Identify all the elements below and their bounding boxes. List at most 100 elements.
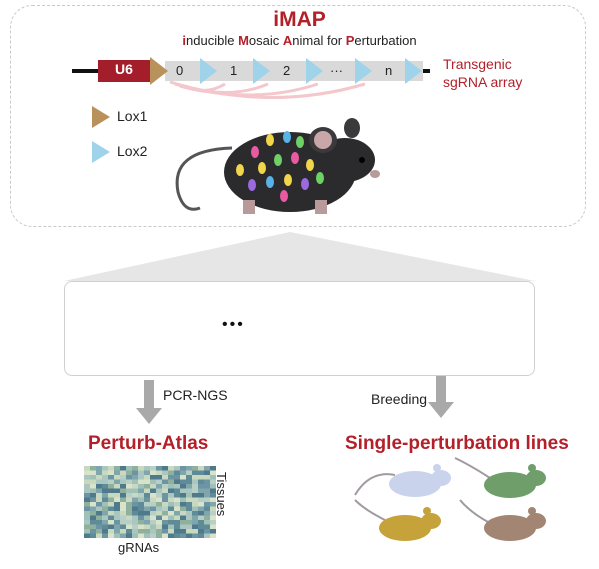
heatmap-cell: [168, 511, 174, 516]
subtitle-part: erturbation: [354, 33, 417, 48]
heatmap-cell: [162, 488, 168, 493]
heatmap-cell: [162, 466, 168, 471]
heatmap-cell: [204, 493, 210, 498]
heatmap-cell: [144, 533, 150, 538]
heatmap-cell: [156, 515, 162, 520]
heatmap-cell: [108, 524, 114, 529]
heatmap-cell: [90, 533, 96, 538]
heatmap-cell: [90, 511, 96, 516]
heatmap-cell: [96, 515, 102, 520]
heatmap-cell: [114, 502, 120, 507]
heatmap-cell: [120, 511, 126, 516]
heatmap-cell: [138, 520, 144, 525]
heatmap-cell: [90, 466, 96, 471]
heatmap-cell: [138, 502, 144, 507]
heatmap-cell: [114, 484, 120, 489]
heatmap-cell: [174, 520, 180, 525]
heatmap-cell: [168, 524, 174, 529]
heatmap-cell: [180, 470, 186, 475]
heatmap-cell: [114, 520, 120, 525]
heatmap-cell: [102, 520, 108, 525]
mouse-lightblue-icon: [354, 464, 451, 497]
heatmap-cell: [96, 479, 102, 484]
heatmap-cell: [84, 497, 90, 502]
heatmap-cell: [180, 520, 186, 525]
heatmap-cell: [174, 479, 180, 484]
heatmap-cell: [210, 502, 216, 507]
heatmap-cell: [96, 466, 102, 471]
heatmap-cell: [108, 470, 114, 475]
heatmap-cell: [144, 506, 150, 511]
heatmap-cell: [144, 488, 150, 493]
subtitle-part: M: [238, 33, 249, 48]
heatmap-cell: [198, 524, 204, 529]
heatmap-cell: [84, 533, 90, 538]
heatmap-cell: [126, 533, 132, 538]
heatmap-cell: [132, 484, 138, 489]
heatmap-cell: [120, 479, 126, 484]
heatmap-cell: [210, 506, 216, 511]
heatmap-cell: [108, 493, 114, 498]
heatmap-cell: [126, 515, 132, 520]
heatmap-cell: [162, 515, 168, 520]
heatmap-cell: [132, 475, 138, 480]
heatmap-cell: [144, 520, 150, 525]
subtitle: inducible Mosaic Animal for Perturbation: [0, 33, 599, 48]
heatmap-cell: [132, 524, 138, 529]
heatmap-cell: [84, 484, 90, 489]
heatmap-cell: [186, 502, 192, 507]
heatmap-cell: [198, 466, 204, 471]
heatmap-cell: [162, 524, 168, 529]
heatmap-cell: [120, 493, 126, 498]
heatmap-cell: [90, 502, 96, 507]
heatmap-cell: [174, 502, 180, 507]
heatmap-cell: [144, 497, 150, 502]
heatmap-cell: [150, 493, 156, 498]
heatmap-cell: [132, 470, 138, 475]
heatmap-cell: [192, 529, 198, 534]
imap-panel: [10, 5, 586, 227]
heatmap-cell: [84, 520, 90, 525]
heatmap-cell: [198, 484, 204, 489]
heatmap-cell: [162, 520, 168, 525]
heatmap-cell: [150, 466, 156, 471]
heatmap-cell: [204, 506, 210, 511]
heatmap-cell: [126, 524, 132, 529]
heatmap-cell: [204, 533, 210, 538]
heatmap-cell: [96, 484, 102, 489]
heatmap-cell: [90, 493, 96, 498]
heatmap-cell: [168, 470, 174, 475]
heatmap-cell: [162, 470, 168, 475]
heatmap-cell: [192, 470, 198, 475]
heatmap-cell: [156, 466, 162, 471]
heatmap-cell: [174, 488, 180, 493]
mouse-brown-icon: [459, 499, 546, 541]
heatmap-cell: [108, 475, 114, 480]
heatmap-cell: [96, 488, 102, 493]
heatmap-cell: [204, 497, 210, 502]
heatmap-cell: [180, 479, 186, 484]
heatmap-cell: [156, 520, 162, 525]
heatmap-cell: [120, 470, 126, 475]
heatmap-cell: [144, 470, 150, 475]
heatmap-cell: [114, 488, 120, 493]
heatmap-cell: [108, 502, 114, 507]
heatmap-cell: [96, 529, 102, 534]
lox1-legend-icon: [92, 106, 110, 128]
heatmap-cell: [204, 470, 210, 475]
heatmap-cell: [162, 475, 168, 480]
heatmap-cell: [174, 524, 180, 529]
heatmap-cell: [150, 497, 156, 502]
pcr-ngs-label: PCR-NGS: [163, 387, 228, 403]
heatmap-cell: [126, 475, 132, 480]
heatmap-cell: [204, 475, 210, 480]
heatmap-cell: [144, 529, 150, 534]
heatmap-cell: [162, 502, 168, 507]
heatmap-cell: [186, 466, 192, 471]
heatmap-cell: [192, 515, 198, 520]
heatmap-cell: [168, 479, 174, 484]
heatmap-cell: [144, 511, 150, 516]
heatmap-cell: [126, 502, 132, 507]
heatmap-cell: [192, 484, 198, 489]
arrow-down-left-icon: [136, 380, 162, 424]
